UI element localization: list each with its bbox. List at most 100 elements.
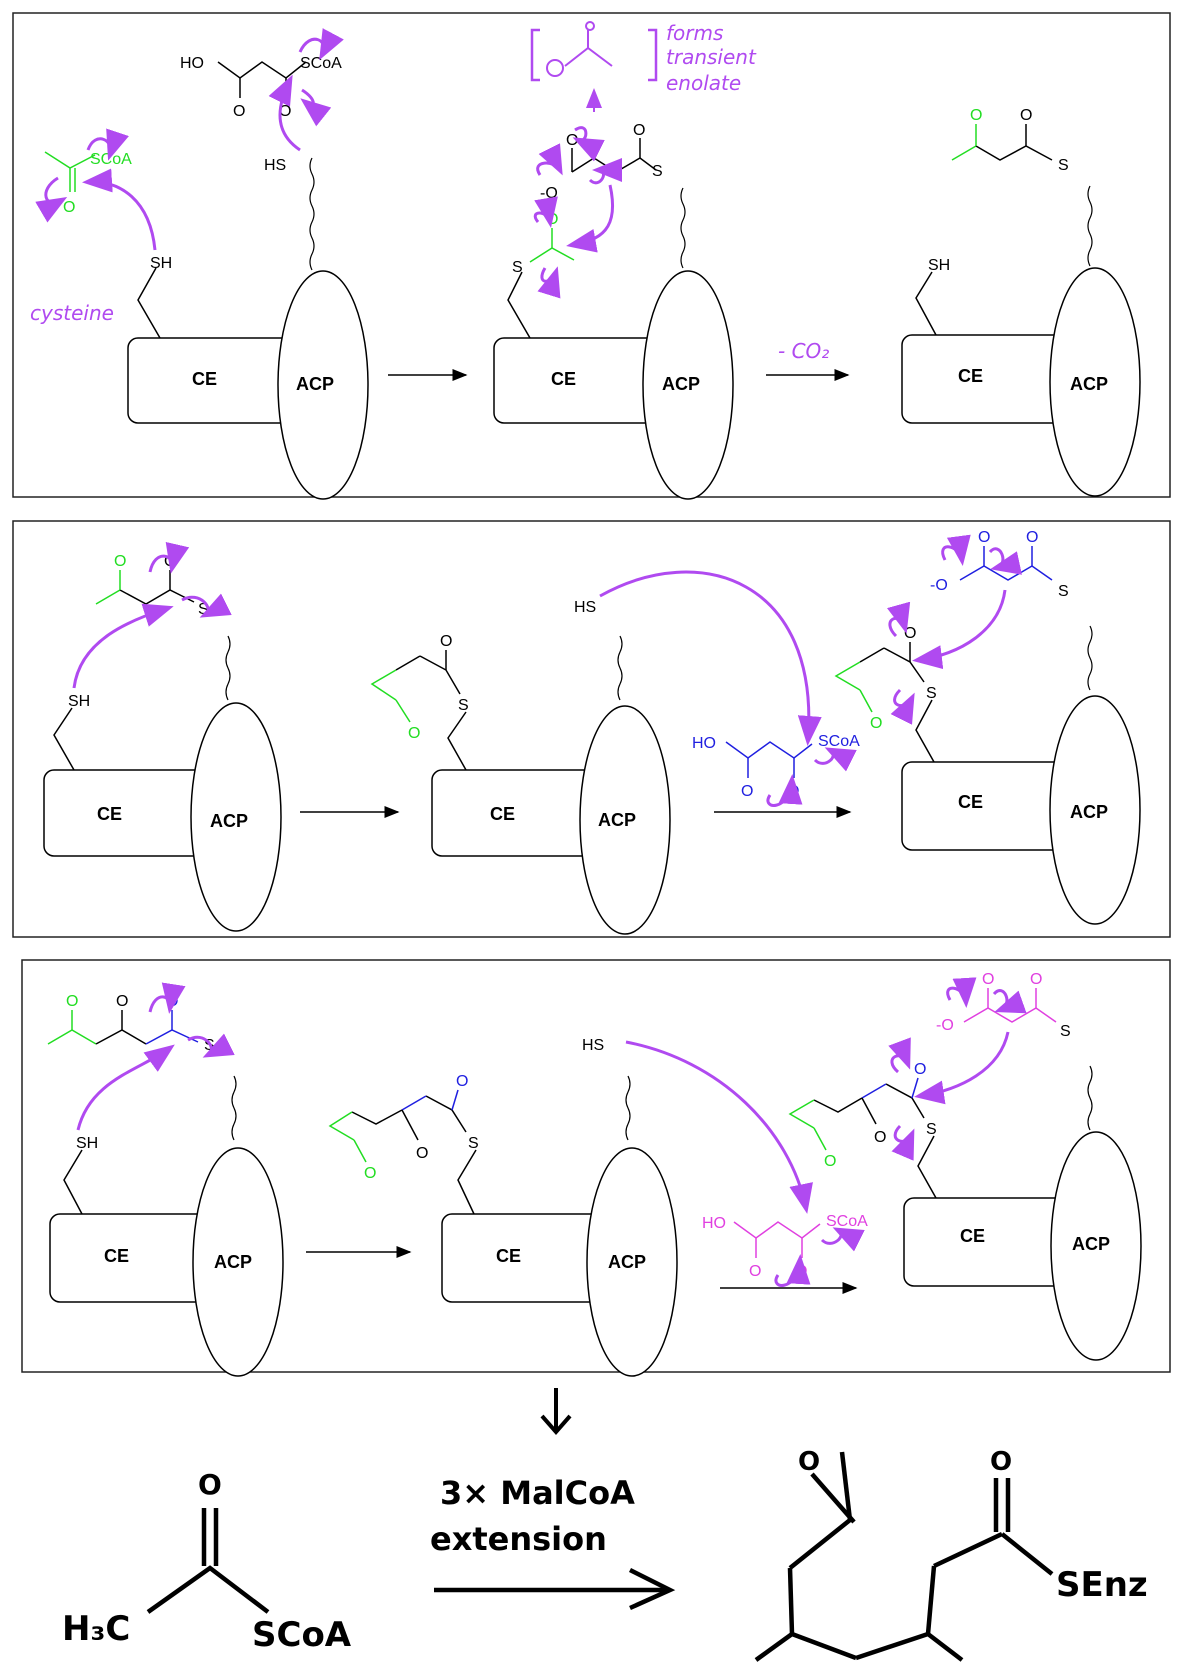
keto-o-1: O [364,1165,376,1182]
cys-s: S [926,685,937,702]
panel-1b-arrows [533,126,623,299]
malonyl-scoa: SCoA [300,55,342,72]
malonyl-scoa: SCoA [826,1213,868,1230]
enolate-note-line2: transient [666,45,757,69]
panel-1-border [12,12,1171,498]
thioester-o: O [633,122,645,139]
product-o-1: O [798,1447,820,1477]
acetyl-coa: SCoA O [44,151,132,216]
down-arrow [540,1388,572,1436]
reaction-line1: 3× MalCoA [440,1474,635,1512]
acp-label: ACP [210,811,248,831]
enzyme-1c: CE ACP SH S O O [901,107,1141,497]
acp-label: ACP [598,810,636,830]
malonyl-coa-1: HO O O SCoA [180,55,342,120]
thioester-o: O [456,1073,468,1090]
ce-label: CE [958,366,983,386]
enolate-note-line3: enolate [666,71,741,95]
product-o-2: O [990,1447,1012,1477]
panel-3: CE ACP SH S O O O CE ACP [21,959,1171,1377]
panel-2-border [12,520,1171,938]
minus-co2: - CO₂ [778,339,829,363]
enzyme-3b: CE ACP S O O O HS [328,1037,678,1377]
panel-2-attack-arrow [599,570,822,746]
keto-o: O [114,553,126,570]
enzyme-1a: CE ACP SH HS [127,157,369,500]
panel-1: CE ACP SH HS SCoA O HO O O SCoA [12,12,1171,500]
acp-label: ACP [296,374,334,394]
acp-label: ACP [1070,802,1108,822]
product-senz: SEnz [1056,1565,1148,1605]
ce-label: CE [104,1246,129,1266]
malonyl-ho: HO [702,1215,726,1232]
panel-2c-arrows [886,534,1022,725]
malonyl-o1: O [741,783,753,800]
cysteine-sh: SH [928,257,950,274]
cys-s: S [512,259,523,276]
malonyl-coa-2: HO O O SCoA [692,733,860,800]
ce-label: CE [490,804,515,824]
malonyl-ho: HO [180,55,204,72]
malonyl-o1: O [749,1263,761,1280]
cysteine-annotation: cysteine [30,301,114,325]
acp-s: S [1060,1023,1071,1040]
cys-s: S [468,1135,479,1152]
cysteine-sh: SH [76,1135,98,1152]
acp-s: S [1058,583,1069,600]
acetyl-o: O [63,199,75,216]
keto-o-1: O [824,1153,836,1170]
enzyme-2b: CE ACP S O O HS [370,599,671,935]
start-material: O H₃C SCoA [62,1468,352,1655]
panel-3-border [21,959,1171,1373]
acp-hs: HS [582,1037,604,1054]
enzyme-1b: CE ACP S S O O -O O [493,122,734,500]
carboxylate-o: O [978,529,990,546]
panel-3a-arrows [76,982,235,1131]
enzyme-2c: CE ACP S O O S O O -O [834,529,1141,925]
enzyme-3c: CE ACP S O O O S O O -O [788,971,1142,1361]
product [754,1451,1054,1662]
start-o: O [198,1468,222,1501]
panel-3c-arrows [888,977,1027,1161]
cysteine-sh: SH [150,255,172,272]
reaction-line2: extension [430,1520,607,1558]
malonyl-o1: O [233,103,245,120]
keto-o-2: O [874,1129,886,1146]
enolate-note: forms transient enolate [530,21,757,112]
acp-s: S [1058,157,1069,174]
keto-o-1: O [66,993,78,1010]
summary-arrow: 3× MalCoA extension [430,1474,676,1611]
summary-reaction: O H₃C SCoA 3× MalCoA extension O [62,1447,1148,1662]
enolate-note-line1: forms [666,21,723,45]
malonyl-ho: HO [692,735,716,752]
cys-s: S [926,1121,937,1138]
thioester-o: O [1020,107,1032,124]
acp-hs: HS [574,599,596,616]
acp-label: ACP [608,1252,646,1272]
start-scoa: SCoA [252,1615,352,1655]
keto-o: O [870,715,882,732]
malonyl-coa-3: HO O O SCoA [702,1213,868,1280]
acp-label: ACP [1070,374,1108,394]
carboxylate-ominus: -O [936,1017,954,1034]
panel-1-arrows [35,28,344,251]
keto-o-2: O [116,993,128,1010]
keto-o-2: O [416,1145,428,1162]
enzyme-3a: CE ACP SH S O O O [47,993,284,1377]
thioester-o-2: O [1030,971,1042,988]
carboxylate-ominus: -O [540,185,558,202]
panel-2a-arrows [72,541,232,689]
acp-hs: HS [264,157,286,174]
cysteine-sh: SH [68,693,90,710]
thioester-o: O [440,633,452,650]
thioester-o: O [1026,529,1038,546]
carboxylate-o: O [566,132,578,149]
ce-label: CE [192,369,217,389]
panel-3-malonyl-arrows [774,1227,865,1287]
panel-2: CE ACP SH S O O CE ACP S [12,520,1171,938]
acp-label: ACP [1072,1234,1110,1254]
cys-s: S [458,697,469,714]
start-h3c: H₃C [62,1609,130,1649]
